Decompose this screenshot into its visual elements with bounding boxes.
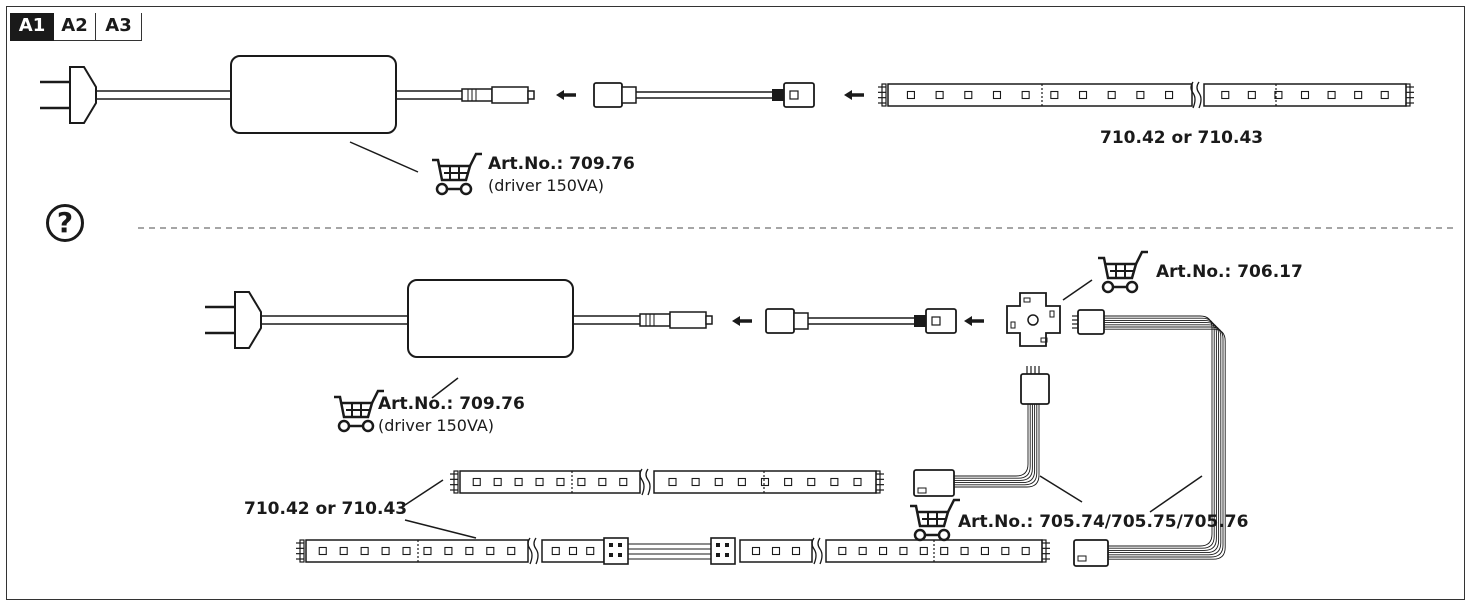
bottom-driver-cart-icon — [332, 389, 386, 433]
connector-cart-icon — [1096, 250, 1150, 294]
right-pin-connector — [1072, 309, 1105, 335]
bottom-strip-label: 710.42 or 710.43 — [244, 499, 408, 519]
bottom-driver-box — [407, 279, 574, 358]
diagram-frame — [6, 6, 1465, 600]
down-cable-bundle — [954, 404, 1040, 488]
bottom-arrow-1 — [730, 314, 754, 328]
bottom-plug — [203, 290, 277, 350]
left-strip-socket — [913, 469, 955, 497]
bottom-strip-socket — [1073, 539, 1109, 567]
cables-cart-icon — [908, 498, 962, 542]
lower-led-strip — [296, 537, 1050, 565]
x-connector — [1006, 292, 1061, 347]
top-cart-icon — [430, 152, 484, 196]
top-strip-label: 710.42 or 710.43 — [1100, 128, 1264, 148]
top-dc-socket — [593, 82, 637, 108]
upper-led-strip — [450, 468, 884, 496]
tab-a1[interactable]: A1 — [10, 13, 54, 41]
tab-a3[interactable]: A3 — [96, 13, 142, 41]
question-mark-icon[interactable]: ? — [46, 204, 84, 242]
bottom-arrow-2 — [962, 314, 986, 328]
top-dc-jack — [461, 86, 535, 104]
top-plug — [38, 65, 112, 125]
top-arrow-1 — [554, 88, 578, 102]
bottom-driver-art-no: Art.No.: 709.76 — [378, 394, 525, 414]
down-pin-connector — [1020, 366, 1050, 405]
connector-art-no: Art.No.: 706.17 — [1156, 262, 1303, 282]
right-cable-bundle — [1104, 315, 1226, 560]
top-driver-desc: (driver 150VA) — [488, 176, 605, 195]
bottom-strip-adapter — [913, 308, 957, 334]
top-arrow-2 — [842, 88, 866, 102]
top-driver-art-no: Art.No.: 709.76 — [488, 154, 635, 174]
top-led-strip — [878, 81, 1414, 109]
cables-art-no: Art.No.: 705.74/705.75/705.76 — [958, 512, 1249, 532]
bottom-dc-socket — [765, 308, 809, 334]
bottom-dc-jack — [639, 311, 713, 329]
tab-a2[interactable]: A2 — [54, 13, 96, 41]
bottom-driver-desc: (driver 150VA) — [378, 416, 495, 435]
top-strip-adapter — [771, 82, 815, 108]
top-driver-box — [230, 55, 397, 134]
